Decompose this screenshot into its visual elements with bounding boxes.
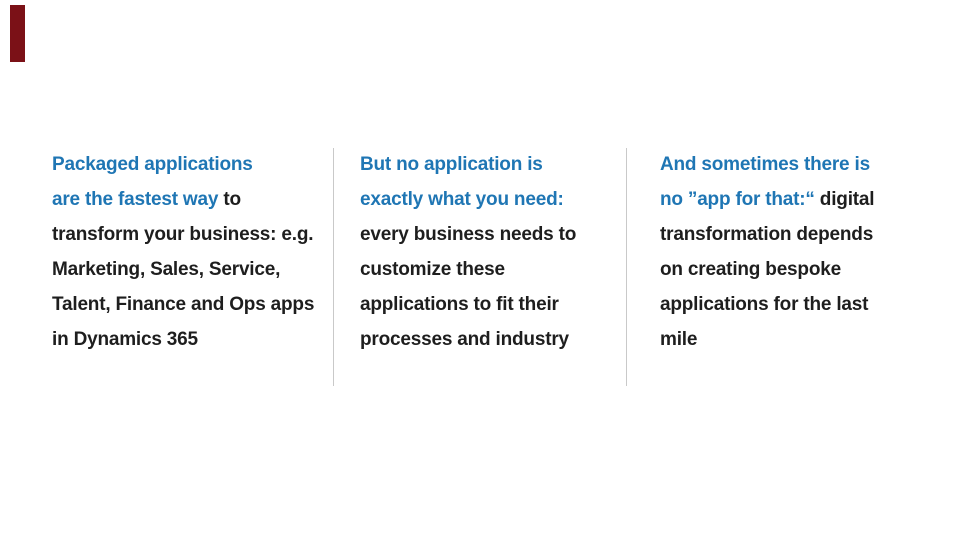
text-line: are the fastest way to [52, 182, 314, 217]
text-span-blue: Packaged applications [52, 154, 253, 175]
text-line: applications for the last [660, 287, 874, 322]
text-span-blue: no ”app for that:“ [660, 189, 820, 210]
column-no-application-exact: But no application is exactly what you ne… [360, 147, 576, 357]
column-divider [333, 148, 334, 386]
text-span-dark: transform your business: e.g. [52, 224, 314, 245]
text-span-blue: But no application is [360, 154, 543, 175]
text-span-blue: are the fastest way [52, 189, 224, 210]
text-span-dark: every business needs to [360, 224, 577, 245]
text-span-dark: applications for the last [660, 294, 869, 315]
text-line: And sometimes there is [660, 147, 874, 182]
text-span-dark: Talent, Finance and Ops apps [52, 294, 315, 315]
text-line: customize these [360, 252, 576, 287]
text-line: Packaged applications [52, 147, 314, 182]
text-line: processes and industry [360, 322, 576, 357]
text-line: Talent, Finance and Ops apps [52, 287, 314, 322]
text-span-dark: in Dynamics 365 [52, 329, 198, 350]
text-line: no ”app for that:“ digital [660, 182, 875, 217]
text-line: But no application is [360, 147, 576, 182]
text-span-dark: to [223, 189, 241, 210]
column-divider [626, 148, 627, 386]
text-line: Marketing, Sales, Service, [52, 252, 314, 287]
column-packaged-applications: Packaged applications are the fastest way… [52, 147, 314, 357]
text-span-dark: digital [819, 189, 875, 210]
text-line: on creating bespoke [660, 252, 874, 287]
text-line: transformation depends [660, 217, 874, 252]
text-span-dark: applications to fit their [360, 294, 559, 315]
text-span-dark: mile [660, 329, 698, 350]
text-line: in Dynamics 365 [52, 322, 314, 357]
text-span-dark: processes and industry [360, 329, 569, 350]
text-line: every business needs to [360, 217, 576, 252]
column-bespoke-applications: And sometimes there is no ”app for that:“… [660, 147, 875, 357]
accent-bar [10, 5, 25, 62]
text-span-blue: exactly what you need: [360, 189, 564, 210]
text-span-dark: Marketing, Sales, Service, [52, 259, 281, 280]
text-line: transform your business: e.g. [52, 217, 314, 252]
text-span-dark: transformation depends [660, 224, 874, 245]
text-span-dark: on creating bespoke [660, 259, 841, 280]
text-line: exactly what you need: [360, 182, 576, 217]
text-span-blue: And sometimes there is [660, 154, 870, 175]
text-line: applications to fit their [360, 287, 576, 322]
text-span-dark: customize these [360, 259, 505, 280]
text-line: mile [660, 322, 874, 357]
